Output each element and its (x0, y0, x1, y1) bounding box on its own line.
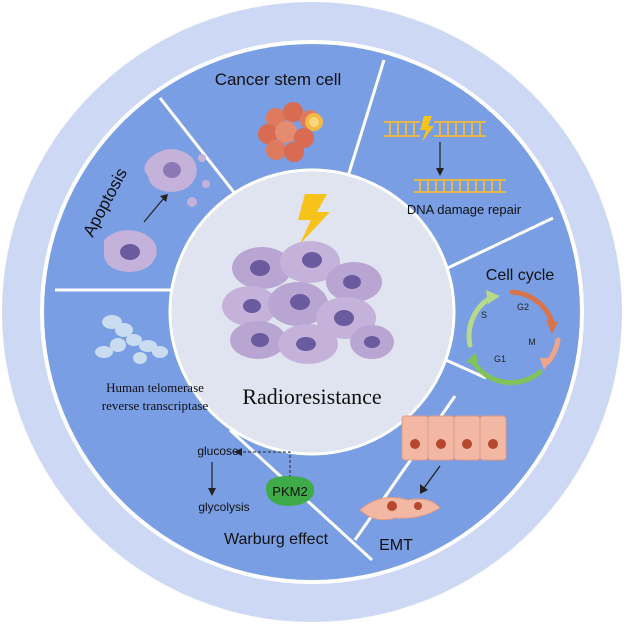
stem-cell-cluster-icon (258, 102, 323, 162)
cancer-stem-cell-label: Cancer stem cell (215, 70, 342, 89)
cycle-arc-s (466, 295, 493, 348)
pkm2-label: PKM2 (272, 484, 307, 499)
center-bolt-icon (298, 194, 330, 244)
cycle-phase-g2: G2 (517, 302, 529, 312)
cell-cycle-label: Cell cycle (486, 267, 555, 284)
warburg-effect-label: Warburg effect (224, 531, 329, 548)
dna-arrow-icon (436, 142, 444, 176)
cycle-phase-m: M (528, 337, 536, 347)
dna-bolt-icon (420, 116, 434, 142)
htert-protein-icon (95, 315, 168, 364)
dna-damage-repair-label: DNA damage repair (407, 202, 522, 217)
cycle-arrowhead-m (540, 358, 552, 370)
cycle-arrowhead-s (486, 290, 500, 304)
cycle-phase-g1: G1 (494, 354, 506, 364)
glucose-label: glucose (197, 444, 239, 458)
emt-arrow-icon (420, 465, 441, 494)
emt-label: EMT (379, 537, 413, 554)
cycle-phase-s: S (481, 310, 487, 320)
center-cell-cluster-icon (222, 241, 394, 364)
htert-label-line2: reverse transcriptase (102, 398, 209, 413)
glucose-to-glycolysis-arrow-icon (208, 462, 216, 496)
epithelial-cells-icon (401, 415, 507, 461)
glycolysis-label: glycolysis (198, 500, 249, 514)
htert-label-line1: Human telomerase (106, 380, 204, 395)
pkm2-blob-icon (266, 476, 314, 506)
apoptosis-arrow-icon (143, 194, 168, 223)
dna-repaired-strand-icon (414, 179, 506, 193)
apoptotic-cell-icon (144, 149, 210, 207)
cycle-arc-g2 (509, 289, 555, 325)
dna-damaged-strand-icon (384, 121, 486, 137)
divider-1 (343, 59, 386, 187)
cycle-arc-g1 (469, 357, 543, 386)
pkm2-dashed-arrow-icon (234, 448, 291, 478)
cycle-arrowhead-g2 (546, 320, 558, 334)
healthy-cell-icon (104, 230, 157, 272)
center-title: Radioresistance (242, 384, 381, 409)
divider-7 (158, 97, 242, 201)
mesenchymal-cells-icon (359, 497, 441, 521)
divider-2 (432, 216, 554, 277)
cycle-arrowhead-g1 (466, 352, 478, 366)
